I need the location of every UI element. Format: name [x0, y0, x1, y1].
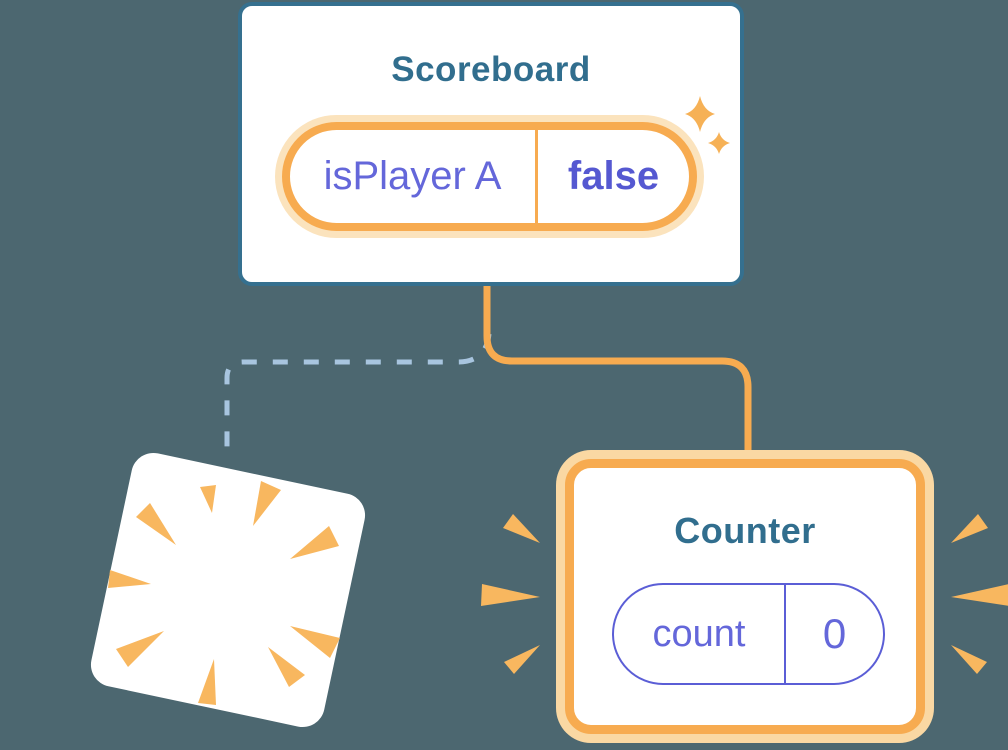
- destroyed-link-dashed-line: [224, 333, 492, 456]
- scoreboard-state-label: isPlayer A: [323, 154, 502, 198]
- counter-state-label: count: [652, 612, 746, 655]
- emphasis-wedges-right-icon: [951, 514, 1008, 674]
- scoreboard-card: Scoreboard isPlayer A false: [238, 2, 744, 286]
- counter-title: Counter: [674, 510, 816, 551]
- pill-divider: [784, 585, 786, 683]
- counter-state-value: 0: [822, 610, 847, 657]
- scoreboard-state-value: false: [567, 154, 660, 198]
- created-link-line: [483, 284, 752, 459]
- scoreboard-state-pill: isPlayer A false: [282, 122, 697, 231]
- counter-state-pill: count 0: [612, 583, 885, 685]
- emphasis-wedges-left-icon: [481, 514, 540, 674]
- counter-card: Counter count 0: [565, 459, 925, 734]
- pill-divider: [535, 130, 538, 223]
- destroyed-card: [86, 448, 370, 732]
- scoreboard-title: Scoreboard: [391, 50, 591, 89]
